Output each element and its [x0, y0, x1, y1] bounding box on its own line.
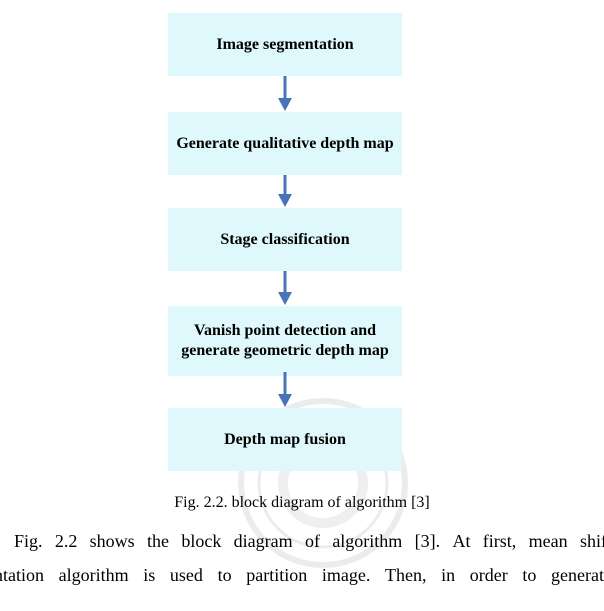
paragraph-word: diagram: [233, 531, 293, 551]
paragraph-word: used: [169, 565, 203, 585]
paragraph-word: At: [452, 531, 471, 551]
arrow-1-to-2: [278, 76, 292, 111]
paragraph-word: generate: [551, 565, 604, 585]
block-stage-classification: Stage classification: [168, 208, 402, 271]
paragraph-word: algorithm: [58, 565, 129, 585]
paragraph-word: order: [469, 565, 508, 585]
paragraph-word: shows: [89, 531, 135, 551]
paragraph-word: the: [147, 531, 170, 551]
paragraph-word: to: [522, 565, 537, 585]
paragraph-word: 2.2: [54, 531, 78, 551]
paragraph-word: image.: [321, 565, 371, 585]
block-image-segmentation: Image segmentation: [168, 13, 402, 76]
paragraph-word: algorithm: [332, 531, 403, 551]
paragraph-word: block: [181, 531, 222, 551]
arrow-2-to-3: [278, 175, 292, 207]
paragraph-word: mean: [528, 531, 568, 551]
paragraph-word: in: [441, 565, 456, 585]
paragraph-word: Then,: [384, 565, 427, 585]
paragraph-word: to: [217, 565, 232, 585]
paragraph-word: [3].: [414, 531, 441, 551]
block-depth-map-fusion: Depth map fusion: [168, 408, 402, 471]
figure-caption: Fig. 2.2. block diagram of algorithm [3]: [174, 494, 430, 511]
paragraph-word: first,: [482, 531, 517, 551]
block-qualitative-depth-map: Generate qualitative depth map: [168, 112, 402, 175]
paragraph-word: is: [143, 565, 156, 585]
paragraph-word: of: [304, 531, 320, 551]
paragraph-line-1: Fig. 2.2 shows the block diagram of algorithm [3…: [0, 524, 604, 558]
paragraph-line-2: mentationalgorithmisusedtopartitionimage…: [0, 558, 604, 592]
arrow-3-to-4: [278, 271, 292, 305]
block-vanish-point-detection: Vanish point detection and generate geom…: [168, 306, 402, 376]
arrow-4-to-5: [278, 372, 292, 407]
paragraph-word: mentation: [0, 565, 44, 585]
body-paragraph: Fig. 2.2 shows the block diagram of algorithm [3…: [0, 524, 604, 592]
paragraph-word: Fig.: [14, 531, 43, 551]
paragraph-word: partition: [246, 565, 308, 585]
